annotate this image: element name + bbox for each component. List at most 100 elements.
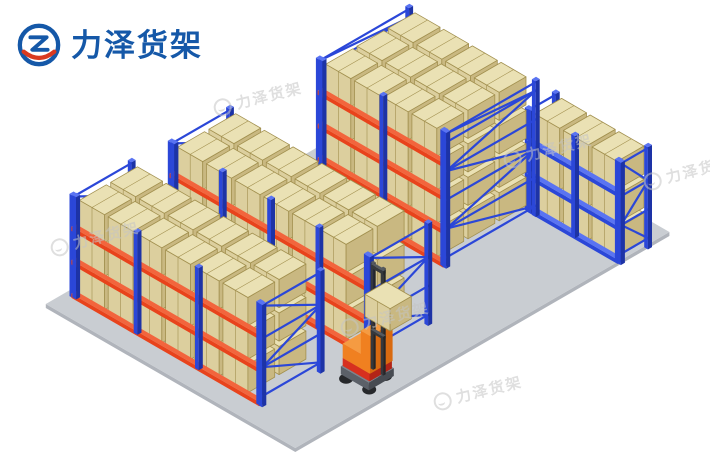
frame-brace [445, 89, 538, 173]
rack-beam [71, 226, 260, 340]
frame-post [262, 302, 267, 408]
frame-brace [445, 204, 538, 230]
frame-brace [369, 255, 430, 292]
forklift-body-stripe [342, 358, 370, 382]
upright-post [315, 223, 324, 228]
upright-post [571, 131, 579, 137]
floor-edge [45, 232, 670, 452]
frame-post [167, 138, 176, 143]
carton-seam [395, 88, 423, 105]
frame-post [617, 158, 625, 163]
forklift-mast-crossbar [370, 262, 386, 272]
frame-post [647, 144, 652, 250]
frame-brace [445, 89, 538, 135]
frame-post [531, 76, 540, 82]
carton-seam [208, 223, 237, 240]
upright-post [137, 230, 142, 335]
carton-seam [266, 256, 294, 273]
carton-seam [307, 170, 335, 187]
rack-group [524, 89, 652, 266]
forklift-cab [360, 330, 371, 374]
frame-post [617, 160, 621, 266]
carton-seam [237, 240, 266, 257]
forklift-mast-crossbar [370, 329, 384, 340]
frame-brace [261, 303, 322, 340]
frame-brace [170, 108, 232, 145]
carton-seam [400, 19, 428, 36]
upright-post [440, 126, 449, 132]
upright-post [72, 192, 81, 198]
frame-post [405, 3, 414, 9]
carton-seam [364, 203, 392, 220]
carton-seam [333, 221, 361, 238]
brand-logo-icon [17, 23, 61, 67]
rack-beam [71, 291, 264, 402]
carton-seam [575, 121, 604, 138]
carton-seam [369, 37, 397, 54]
frame-brace [445, 147, 538, 201]
frame-brace [445, 147, 538, 230]
frame-brace [619, 146, 650, 165]
upright-post [379, 91, 388, 97]
frame-brace [619, 179, 650, 198]
carton-seam [366, 72, 395, 89]
upright-post [195, 263, 203, 269]
forklift-mast-crossbar [370, 328, 386, 337]
carton-seam [189, 138, 218, 155]
frame-brace [261, 361, 322, 398]
carton-seam [457, 52, 486, 69]
forklift-mast-crossbar [370, 264, 384, 275]
upright-post [318, 56, 327, 62]
forklift-chassis [368, 368, 394, 391]
logo-ring [17, 23, 61, 67]
frame-brace [445, 204, 538, 259]
forklift-mast-rail [380, 266, 386, 270]
frame-brace [261, 332, 322, 369]
frame-post [315, 55, 324, 60]
upright-post [614, 156, 623, 162]
carton-seam [546, 105, 575, 122]
frame-post [446, 130, 451, 269]
upright-post [218, 167, 227, 173]
carton-seam [180, 206, 208, 223]
frame-post [366, 252, 374, 258]
upright-post [76, 194, 81, 300]
logo-z-mark [28, 35, 50, 52]
frame-post [428, 221, 433, 326]
rack-beam [71, 257, 264, 369]
frame-brace [619, 208, 650, 227]
upright-post [318, 59, 323, 197]
frame-brace [445, 118, 538, 173]
upright-post [170, 139, 179, 145]
rack-beam [71, 224, 264, 335]
upright-post [267, 195, 275, 200]
carton-seam [424, 105, 452, 122]
frame-post [535, 79, 540, 218]
frame-post [644, 142, 652, 148]
carton-seam [426, 70, 455, 87]
frame-brace [318, 7, 411, 62]
upright-post [198, 265, 203, 371]
carton-seam [120, 208, 148, 225]
frame-brace [261, 303, 322, 307]
upright-post [527, 108, 532, 214]
frame-brace [369, 223, 430, 259]
upright-post [575, 133, 579, 239]
carton-seam [335, 186, 364, 203]
frame-brace [261, 270, 322, 307]
frame-post [226, 104, 234, 110]
frame-post [442, 128, 451, 133]
rack-beam [71, 293, 260, 407]
carton-seam [397, 54, 426, 71]
frame-post [424, 219, 433, 224]
frame-post [127, 157, 136, 163]
rack-group [69, 157, 325, 408]
frame-brace [445, 89, 538, 144]
frame-brace [619, 179, 650, 227]
carton-seam [275, 188, 304, 205]
frame-brace [445, 175, 538, 230]
frame-post [620, 160, 625, 266]
forklift-mast-crossbar [383, 269, 386, 275]
carton-seam [91, 191, 120, 208]
upright-post [72, 195, 77, 300]
